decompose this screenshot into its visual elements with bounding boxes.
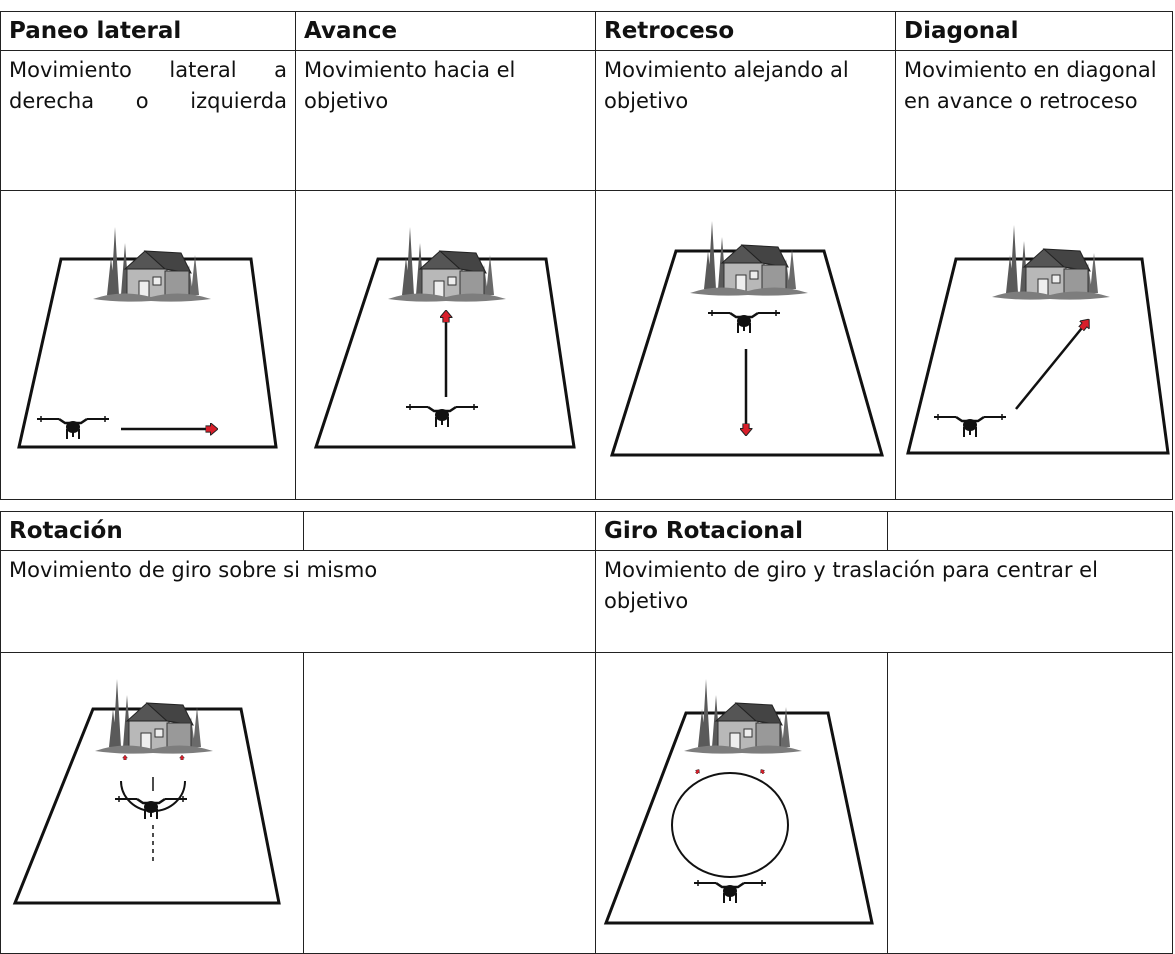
drone-icon — [35, 414, 111, 441]
desc-diagonal: Movimiento en diagonal en avance o retro… — [895, 50, 1173, 191]
movement-table-1: Paneo lateral Avance Retroceso Diagonal … — [0, 11, 1173, 500]
house-with-trees-icon — [94, 678, 214, 755]
empty-cell-1 — [303, 652, 596, 954]
desc-avance: Movimiento hacia el objetivo — [295, 50, 596, 191]
illustration-rotacion — [0, 652, 304, 954]
drone-icon — [692, 878, 768, 905]
header-diagonal: Diagonal — [895, 11, 1173, 51]
header-retroceso: Retroceso — [595, 11, 896, 51]
header-paneo-lateral: Paneo lateral — [0, 11, 296, 51]
desc-paneo-lateral: Movimiento lateral a derecha o izquierda — [9, 58, 287, 113]
illustration-avance — [295, 190, 596, 500]
red-arrow-icon — [684, 771, 698, 791]
movement-table-2: Rotación Giro Rotacional Movimiento de g… — [0, 511, 1173, 954]
desc-rotacion: Movimiento de giro sobre si mismo — [0, 550, 596, 653]
desc-retroceso: Movimiento alejando al objetivo — [595, 50, 896, 191]
frame-icon — [17, 257, 278, 449]
drone-icon — [113, 794, 189, 821]
drone-icon — [404, 402, 480, 429]
house-with-trees-icon — [991, 224, 1111, 301]
illustration-retroceso — [595, 190, 896, 500]
red-arrow-icon — [762, 771, 776, 791]
frame-icon — [603, 711, 874, 925]
house-with-trees-icon — [387, 226, 507, 303]
orbit-circle — [671, 772, 789, 878]
drone-icon — [932, 412, 1008, 439]
header-giro-rotacional: Giro Rotacional — [595, 511, 888, 551]
house-with-trees-icon — [92, 226, 212, 303]
house-with-trees-icon — [689, 220, 809, 297]
illustration-diagonal — [895, 190, 1173, 500]
desc-giro-rotacional: Movimiento de giro y traslación para cen… — [595, 550, 1173, 653]
illustration-paneo-lateral — [0, 190, 296, 500]
empty-cell-2 — [887, 652, 1173, 954]
header-empty-1 — [303, 511, 596, 551]
drone-icon — [706, 308, 782, 335]
header-avance: Avance — [295, 11, 596, 51]
header-empty-2 — [887, 511, 1173, 551]
header-rotacion: Rotación — [0, 511, 304, 551]
house-with-trees-icon — [683, 678, 803, 755]
red-arrow-icon — [1015, 323, 1086, 410]
illustration-giro-rotacional — [595, 652, 888, 954]
frame-icon — [12, 707, 281, 905]
